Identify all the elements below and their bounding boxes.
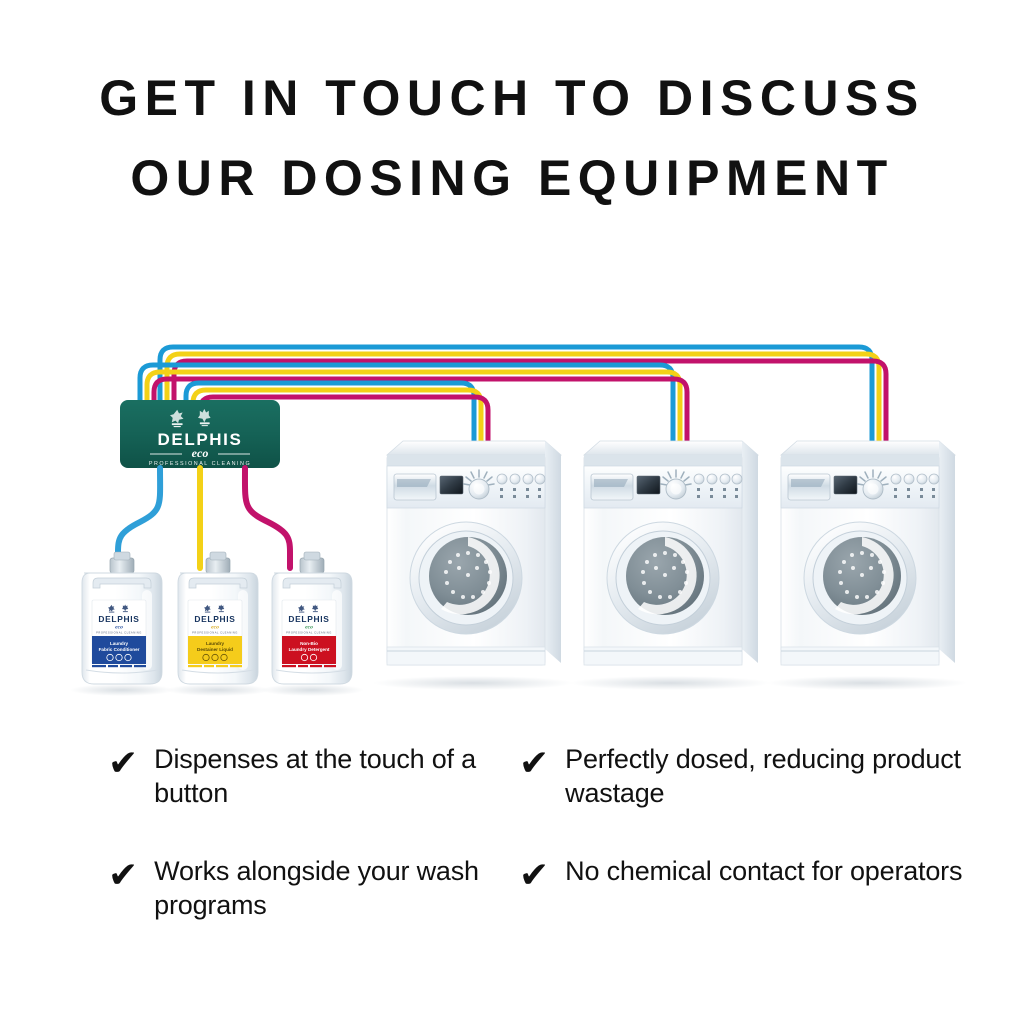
bottle-label: DELPHIS eco PROFESSIONAL CLEANING Laundr…: [187, 599, 243, 668]
tube-run-machine-3: [157, 344, 889, 460]
benefit-item-2: ✔ Perfectly dosed, reducing product wast…: [519, 742, 965, 810]
dosing-unit-brand-sub: eco: [192, 446, 209, 460]
machine-buttons[interactable]: [496, 473, 546, 485]
tube-run-machine-2: [137, 362, 690, 460]
machine-display: [439, 475, 464, 495]
benefits-list: ✔ Dispenses at the touch of a button ✔ P…: [0, 742, 1024, 962]
svg-text:DELPHIS: DELPHIS: [98, 614, 139, 624]
detergent-drawer[interactable]: [590, 473, 634, 501]
page-title-line1: GET IN TOUCH TO DISCUSS: [99, 70, 925, 126]
machine-display: [833, 475, 858, 495]
dosing-unit-brand: DELPHIS: [158, 430, 243, 449]
washing-machine-2[interactable]: [570, 440, 770, 690]
benefit-text-3: Works alongside your wash programs: [154, 856, 479, 920]
benefit-text-4: No chemical contact for operators: [565, 856, 963, 886]
page-title: GET IN TOUCH TO DISCUSS OUR DOSING EQUIP…: [0, 58, 1024, 218]
machine-door[interactable]: [803, 521, 917, 635]
washing-machine-3[interactable]: [767, 440, 967, 690]
dosing-unit[interactable]: DELPHIS eco PROFESSIONAL CLEANING: [120, 400, 280, 468]
royal-crest-icon-right: [198, 408, 211, 427]
washing-machine-1[interactable]: [373, 440, 573, 690]
benefit-item-3: ✔ Works alongside your wash programs: [108, 854, 484, 922]
benefit-text-1: Dispenses at the touch of a button: [154, 744, 476, 808]
program-dial[interactable]: [463, 469, 495, 500]
detergent-drawer[interactable]: [787, 473, 831, 501]
bottle-product-line1: Laundry: [110, 641, 129, 646]
bottle-label: DELPHIS eco PROFESSIONAL CLEANING Non-Bi…: [281, 599, 337, 668]
dosing-system-illustration: DELPHIS eco PROFESSIONAL CLEANING: [0, 300, 1024, 720]
bottle-non-bio-laundry-detergent[interactable]: DELPHIS eco PROFESSIONAL CLEANING Non-Bi…: [260, 551, 364, 696]
svg-text:PROFESSIONAL CLEANING: PROFESSIONAL CLEANING: [192, 631, 238, 635]
dosing-unit-tagline: PROFESSIONAL CLEANING: [149, 461, 251, 467]
bottle-product-line2: Laundry Detergent: [289, 647, 330, 652]
svg-text:PROFESSIONAL CLEANING: PROFESSIONAL CLEANING: [286, 631, 332, 635]
page-title-line2: OUR DOSING EQUIPMENT: [130, 150, 894, 206]
check-icon: ✔: [108, 855, 139, 896]
svg-text:eco: eco: [211, 625, 219, 631]
bottle-laundry-destainer-liquid[interactable]: DELPHIS eco PROFESSIONAL CLEANING Laundr…: [166, 551, 270, 696]
check-icon: ✔: [108, 743, 139, 784]
machine-buttons[interactable]: [890, 473, 940, 485]
bottle-product-line1: Non-Bio: [300, 641, 318, 646]
bottle-product-line1: Laundry: [206, 641, 225, 646]
bottle-feed-tubes: [115, 465, 293, 571]
royal-crest-icon-left: [170, 409, 184, 428]
benefit-item-4: ✔ No chemical contact for operators: [519, 854, 962, 894]
bottle-product-line2: Destainer Liquid: [197, 647, 233, 652]
bottle-product-line2: Fabric Conditioner: [99, 647, 140, 652]
machine-buttons[interactable]: [693, 473, 743, 485]
feed-tube-magenta: [241, 465, 293, 571]
benefit-text-2: Perfectly dosed, reducing product wastag…: [565, 744, 961, 808]
benefit-item-1: ✔ Dispenses at the touch of a button: [108, 742, 484, 810]
bottle-laundry-fabric-conditioner[interactable]: DELPHIS eco PROFESSIONAL CLEANING Laundr…: [70, 551, 174, 696]
program-dial[interactable]: [660, 469, 692, 500]
tube-runs: [137, 344, 889, 460]
detergent-drawer[interactable]: [393, 473, 437, 501]
check-icon: ✔: [519, 743, 550, 784]
feed-tube-blue: [115, 465, 164, 571]
machine-door[interactable]: [606, 521, 720, 635]
machine-indicator-dots: [500, 488, 541, 498]
machine-door[interactable]: [409, 521, 523, 635]
svg-text:eco: eco: [115, 625, 123, 631]
machine-indicator-dots: [894, 488, 935, 498]
svg-text:eco: eco: [305, 625, 313, 631]
program-dial[interactable]: [857, 469, 889, 500]
check-icon: ✔: [519, 855, 550, 896]
bottle-label: DELPHIS eco PROFESSIONAL CLEANING Laundr…: [91, 599, 147, 668]
machine-display: [636, 475, 661, 495]
svg-text:DELPHIS: DELPHIS: [288, 614, 329, 624]
machine-indicator-dots: [697, 488, 738, 498]
svg-text:DELPHIS: DELPHIS: [194, 614, 235, 624]
svg-text:PROFESSIONAL CLEANING: PROFESSIONAL CLEANING: [96, 631, 142, 635]
